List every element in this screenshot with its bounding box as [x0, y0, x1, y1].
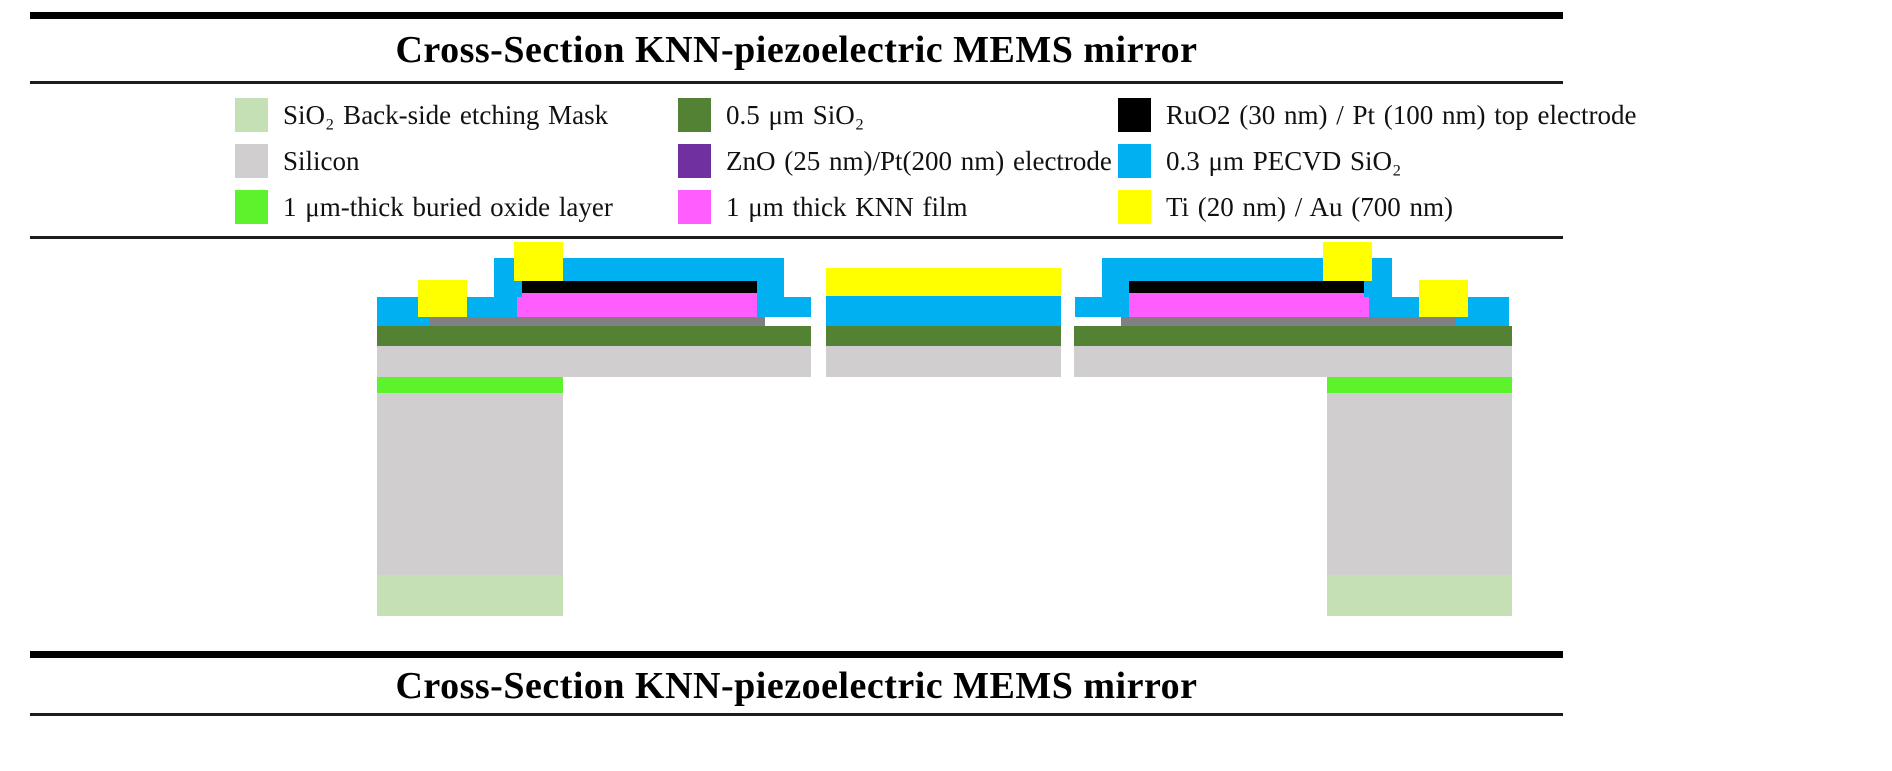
left-gold-pad-top-contact — [514, 242, 563, 281]
legend-item-tiau: Ti (20 nm) / Au (700 nm) — [1118, 190, 1453, 224]
legend-item-knn: 1 μm thick KNN film — [678, 190, 967, 224]
legend-swatch-top_electrode — [1118, 98, 1151, 132]
right-gold-pad-top-contact — [1323, 242, 1372, 281]
right-bottom-electrode — [1121, 317, 1476, 326]
legend-item-sio2_05um: 0.5 μm SiO₂ — [678, 98, 864, 132]
pillar-left-backside-mask — [377, 575, 563, 616]
legend-swatch-pecvd — [1118, 144, 1151, 178]
figure-title-bottom: Cross-Section KNN-piezoelectric MEMS mir… — [395, 665, 1198, 707]
legend-swatch-backside_mask — [235, 98, 268, 132]
mirror-gold-layer — [826, 268, 1061, 296]
pillar-right-backside-mask — [1327, 575, 1512, 616]
legend-swatch-sio2_05um — [678, 98, 711, 132]
frame-left-silicon-layer — [377, 346, 811, 377]
pillar-right-buried-oxide — [1327, 377, 1512, 393]
legend-label-sio2_05um: 0.5 μm SiO₂ — [726, 99, 865, 130]
legend-label-silicon: Silicon — [283, 145, 360, 176]
frame-right-silicon-layer — [1074, 346, 1512, 377]
legend-swatch-tiau — [1118, 190, 1151, 224]
right-pecvd-step-inner — [1369, 297, 1419, 317]
legend-label-pecvd: 0.3 μm PECVD SiO₂ — [1166, 145, 1402, 176]
right-pecvd-wall — [1102, 258, 1129, 317]
title-separator-rule — [30, 81, 1563, 84]
legend-separator-rule — [30, 236, 1563, 239]
pillar-right-silicon — [1327, 393, 1512, 575]
mirror-pecvd-layer — [826, 296, 1061, 326]
legend-swatch-buried_oxide — [235, 190, 268, 224]
legend-label-top_electrode: RuO2 (30 nm) / Pt (100 nm) top electrode — [1166, 99, 1637, 130]
left-bottom-electrode — [410, 317, 765, 326]
right-pecvd-cap — [1105, 258, 1323, 281]
legend-item-pecvd: 0.3 μm PECVD SiO₂ — [1118, 144, 1401, 178]
legend-swatch-silicon — [235, 144, 268, 178]
pillar-left-buried-oxide — [377, 377, 563, 393]
legend-swatch-knn — [678, 190, 711, 224]
top-thick-rule — [30, 12, 1563, 19]
legend-swatch-znopt_legend — [678, 144, 711, 178]
left-pecvd-wall — [757, 258, 784, 317]
legend-item-top_electrode: RuO2 (30 nm) / Pt (100 nm) top electrode — [1118, 98, 1636, 132]
left-pecvd-step-inner — [467, 297, 517, 317]
right-gold-pad-bottom-contact — [1419, 280, 1468, 317]
legend-item-silicon: Silicon — [235, 144, 360, 178]
legend-label-knn: 1 μm thick KNN film — [726, 191, 968, 222]
frame-left-sio2-layer — [377, 326, 811, 346]
legend-item-buried_oxide: 1 μm-thick buried oxide layer — [235, 190, 613, 224]
right-top-electrode — [1129, 281, 1369, 293]
legend-label-buried_oxide: 1 μm-thick buried oxide layer — [283, 191, 613, 222]
left-gold-pad-bottom-contact — [418, 280, 467, 317]
mirror-sio2-layer — [826, 326, 1061, 346]
legend-label-backside_mask: SiO₂ Back-side etching Mask — [283, 99, 609, 130]
bottom-thick-rule — [30, 651, 1563, 658]
mirror-silicon-layer — [826, 346, 1061, 377]
left-knn-film — [517, 293, 757, 317]
frame-right-sio2-layer — [1074, 326, 1512, 346]
right-pecvd-foot — [1075, 297, 1102, 317]
left-top-electrode — [517, 281, 757, 293]
legend-item-backside_mask: SiO₂ Back-side etching Mask — [235, 98, 608, 132]
pillar-left-silicon — [377, 393, 563, 575]
bottom-thin-rule — [30, 713, 1563, 716]
right-knn-film — [1129, 293, 1369, 317]
legend-label-znopt_legend: ZnO (25 nm)/Pt(200 nm) electrode — [726, 145, 1112, 176]
figure-title-top: Cross-Section KNN-piezoelectric MEMS mir… — [395, 29, 1198, 71]
left-pecvd-foot — [784, 297, 811, 317]
legend-item-znopt_legend: ZnO (25 nm)/Pt(200 nm) electrode — [678, 144, 1112, 178]
left-pecvd-cap — [563, 258, 781, 281]
legend-label-tiau: Ti (20 nm) / Au (700 nm) — [1166, 191, 1454, 222]
